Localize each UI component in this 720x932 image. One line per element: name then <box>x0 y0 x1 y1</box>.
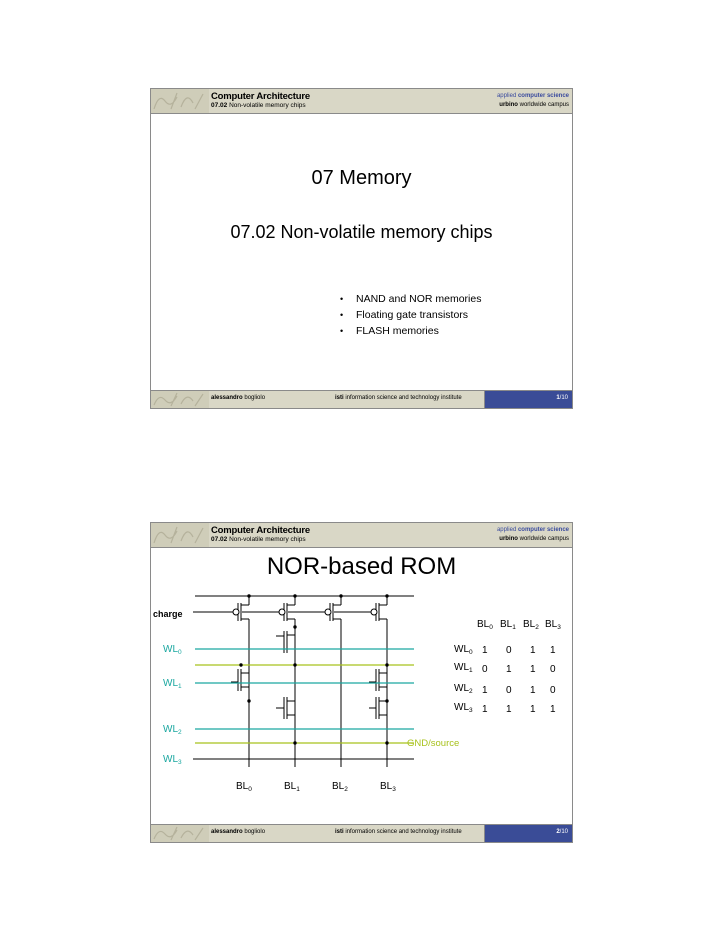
wordline-label: WL0 <box>163 644 182 656</box>
table-cell: 1 <box>530 664 536 675</box>
wordlines <box>195 648 414 730</box>
slide-header: Computer Architecture 07.02 Non-volatile… <box>151 89 572 114</box>
university-logo-icon <box>151 523 209 547</box>
slide-2: Computer Architecture 07.02 Non-volatile… <box>150 522 573 843</box>
charge-label: charge <box>153 609 183 619</box>
list-item: Floating gate transistors <box>356 307 481 323</box>
table-cell: 1 <box>482 704 488 715</box>
university-logo-icon <box>151 89 209 113</box>
table-header-cell: BL3 <box>545 619 561 631</box>
table-cell: 1 <box>530 645 536 656</box>
table-header-cell: BL1 <box>500 619 516 631</box>
section-subtitle: 07.02 Non-volatile memory chips <box>211 536 306 543</box>
page-number: 1/10 <box>484 391 572 408</box>
bitline-label: BL0 <box>236 781 252 793</box>
table-cell: 1 <box>506 664 512 675</box>
table-cell: 0 <box>482 664 488 675</box>
table-cell: 0 <box>506 685 512 696</box>
table-row-label: WL2 <box>454 683 473 695</box>
author-name: alessandro bogliolo <box>211 395 266 401</box>
circuit-wires <box>193 595 414 767</box>
institute-name: isti information science and technology … <box>335 829 462 835</box>
gnd-source-label: GND/source <box>407 738 459 749</box>
university-logo-icon <box>151 825 209 842</box>
slide-header: Computer Architecture 07.02 Non-volatile… <box>151 523 572 548</box>
slide-title: NOR-based ROM <box>266 553 457 580</box>
campus-info: applied computer science urbino worldwid… <box>496 93 569 108</box>
list-item: NAND and NOR memories <box>356 291 481 307</box>
list-item: FLASH memories <box>356 323 481 339</box>
slide-title: 07 Memory <box>311 167 412 189</box>
table-cell: 0 <box>506 645 512 656</box>
institute-name: isti information science and technology … <box>335 395 462 401</box>
table-cell: 0 <box>550 664 556 675</box>
nor-rom-circuit-diagram: charge WL0 WL1 WL2 WL3 GND/source BL0 BL… <box>153 594 561 793</box>
table-cell: 1 <box>550 645 556 656</box>
table-header-cell: BL0 <box>477 619 493 631</box>
junction-dots <box>239 594 389 745</box>
slide-1: Computer Architecture 07.02 Non-volatile… <box>150 88 573 409</box>
table-row-label: WL3 <box>454 702 473 714</box>
campus-info: applied computer science urbino worldwid… <box>496 527 569 542</box>
university-logo-icon <box>151 391 209 408</box>
table-cell: 1 <box>550 704 556 715</box>
author-name: alessandro bogliolo <box>211 829 266 835</box>
section-subtitle: 07.02 Non-volatile memory chips <box>211 102 306 109</box>
slide-footer: alessandro bogliolo isti information sci… <box>151 824 572 842</box>
ground-lines <box>195 664 414 744</box>
table-cell: 1 <box>482 645 488 656</box>
table-cell: 1 <box>530 704 536 715</box>
topic-list: NAND and NOR memories Floating gate tran… <box>356 291 481 339</box>
table-row-label: WL1 <box>454 662 473 674</box>
wordline-label: WL2 <box>163 724 182 736</box>
table-cell: 0 <box>550 685 556 696</box>
wordline-label: WL1 <box>163 678 182 690</box>
bitline-label: BL1 <box>284 781 300 793</box>
bitline-label: BL3 <box>380 781 396 793</box>
bitline-label: BL2 <box>332 781 348 793</box>
table-cell: 1 <box>530 685 536 696</box>
table-cell: 1 <box>482 685 488 696</box>
table-cell: 1 <box>506 704 512 715</box>
pmos-precharge <box>233 596 388 627</box>
nmos-cells <box>231 631 387 719</box>
course-title: Computer Architecture <box>211 91 310 102</box>
page-number: 2/10 <box>484 825 572 842</box>
slide-subtitle: 07.02 Non-volatile memory chips <box>230 222 493 242</box>
slide-footer: alessandro bogliolo isti information sci… <box>151 390 572 408</box>
table-row-label: WL0 <box>454 644 473 656</box>
course-title: Computer Architecture <box>211 525 310 536</box>
table-header-cell: BL2 <box>523 619 539 631</box>
wordline-label: WL3 <box>163 754 182 766</box>
truth-table: BL0 BL1 BL2 BL3 WL0 1 0 1 1 WL1 0 1 1 0 … <box>454 619 561 715</box>
